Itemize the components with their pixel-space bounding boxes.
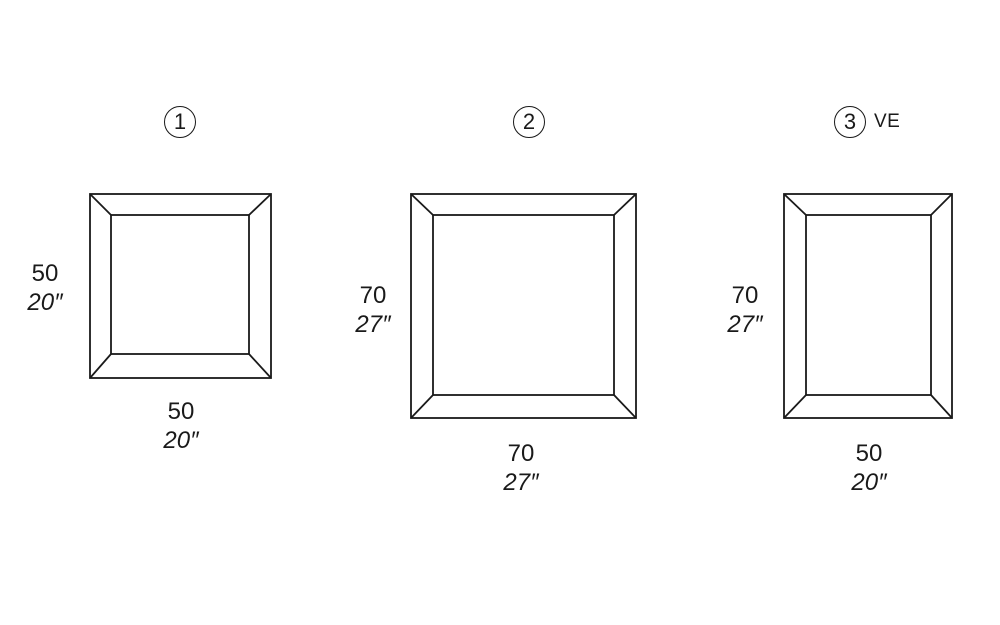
frame-3-miter-tr bbox=[930, 193, 953, 216]
frame-3-miter-br bbox=[930, 394, 953, 419]
frame-2-height-dimension: 70 27″ bbox=[340, 281, 406, 339]
frame-2-badge: 2 bbox=[513, 106, 545, 138]
frame-3-suffix: VE bbox=[874, 111, 901, 132]
frame-2-number: 2 bbox=[522, 109, 536, 134]
frame-1-height-dimension: 50 20″ bbox=[12, 259, 78, 317]
frame-2-miter-br bbox=[613, 394, 637, 419]
frame-3-miter-bl bbox=[783, 394, 807, 419]
frame-1-width-imperial: 20″ bbox=[163, 427, 199, 454]
frame-1-height-metric: 50 bbox=[31, 260, 59, 287]
frame-2-miter-tr bbox=[613, 193, 637, 216]
frame-1-number: 1 bbox=[173, 109, 187, 134]
frame-1-drawing bbox=[89, 193, 272, 379]
frame-2-drawing bbox=[410, 193, 637, 419]
frame-1-outer-edge bbox=[89, 193, 272, 379]
frame-1-miter-bl bbox=[89, 353, 112, 379]
frame-1-height-imperial: 20″ bbox=[27, 289, 63, 316]
frame-2-height-imperial: 27″ bbox=[355, 311, 391, 338]
frame-3-drawing bbox=[783, 193, 953, 419]
frame-3-width-dimension: 50 20″ bbox=[836, 439, 902, 497]
frame-2-width-dimension: 70 27″ bbox=[488, 439, 554, 497]
frame-2-miter-tl bbox=[410, 193, 434, 216]
frame-2-outer-edge bbox=[410, 193, 637, 419]
frame-2-height-metric: 70 bbox=[359, 282, 387, 309]
frame-1-miter-br bbox=[248, 353, 272, 379]
frame-3-badge: 3 VE bbox=[834, 106, 900, 138]
frame-3-width-metric: 50 bbox=[855, 440, 883, 467]
frame-3-height-imperial: 27″ bbox=[727, 311, 763, 338]
frame-3-inner-edge bbox=[805, 214, 932, 396]
frame-1-width-dimension: 50 20″ bbox=[148, 397, 214, 455]
frame-2-width-imperial: 27″ bbox=[503, 469, 539, 496]
frame-2-number-circle: 2 bbox=[513, 106, 545, 138]
frame-1-width-metric: 50 bbox=[167, 398, 195, 425]
frame-2-width-metric: 70 bbox=[507, 440, 535, 467]
frame-3-outer-edge bbox=[783, 193, 953, 419]
frame-1-badge: 1 bbox=[164, 106, 196, 138]
frame-1-miter-tl bbox=[89, 193, 112, 216]
frame-1-inner-edge bbox=[110, 214, 250, 355]
frame-2-inner-edge bbox=[432, 214, 615, 396]
frame-3-height-dimension: 70 27″ bbox=[712, 281, 778, 339]
frame-1-miter-tr bbox=[248, 193, 272, 216]
frame-3-number: 3 bbox=[843, 109, 857, 134]
frame-3-number-circle: 3 bbox=[834, 106, 866, 138]
frame-1-number-circle: 1 bbox=[164, 106, 196, 138]
frame-3-height-metric: 70 bbox=[731, 282, 759, 309]
frame-3-width-imperial: 20″ bbox=[851, 469, 887, 496]
frame-3-miter-tl bbox=[783, 193, 807, 216]
frame-2-miter-bl bbox=[410, 394, 434, 419]
